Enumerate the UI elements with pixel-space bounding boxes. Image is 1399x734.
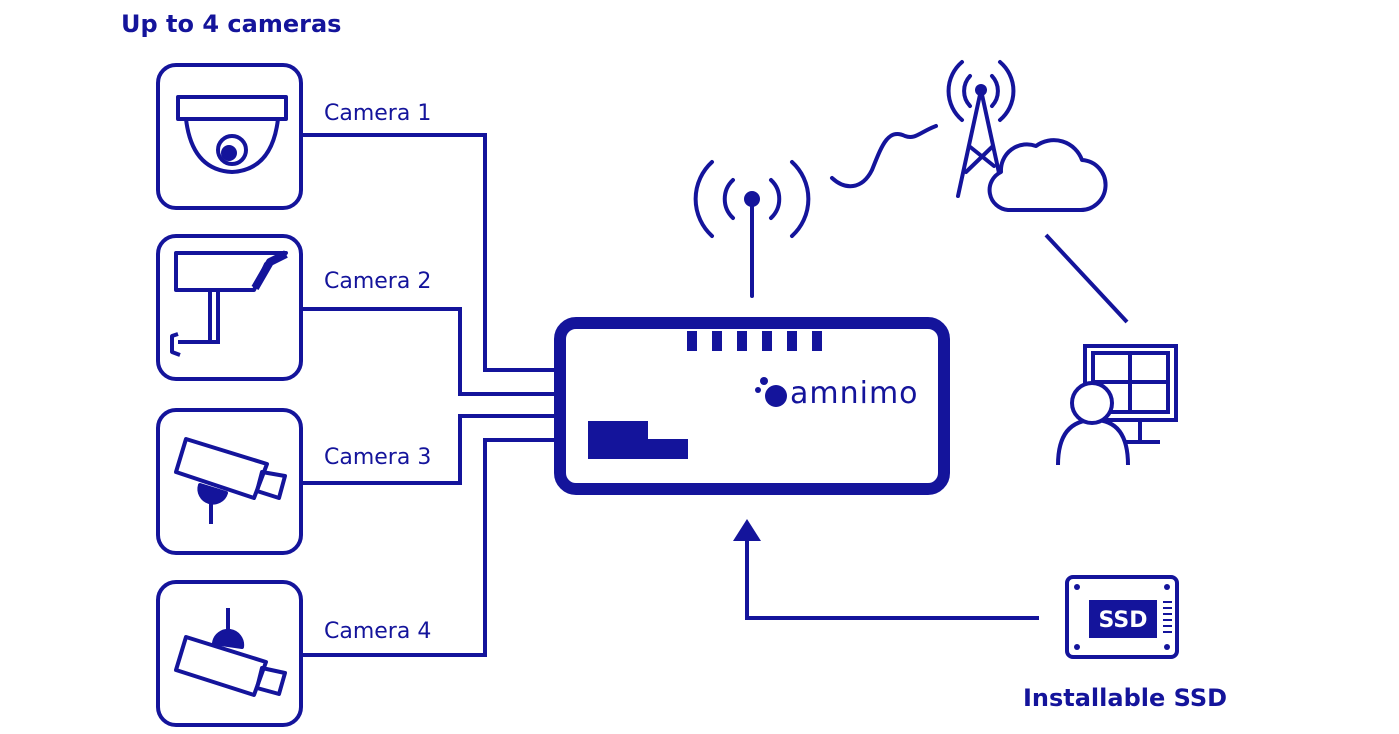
- diagram-heading: Up to 4 cameras: [121, 10, 341, 38]
- cloud-to-operator-line: [1044, 233, 1129, 324]
- camera-tile-3: [156, 408, 303, 555]
- brand-logo-text: amnimo: [790, 376, 919, 411]
- antenna-tip: [744, 191, 760, 207]
- camera-connections: [301, 133, 555, 657]
- camera-label-4: Camera 4: [324, 619, 431, 644]
- dome-camera-icon: [176, 95, 288, 174]
- gateway-device: amnimo: [554, 317, 950, 495]
- camera-tile-1: [156, 63, 303, 210]
- camera-2-connection: [301, 307, 555, 396]
- ssd-icon: SSD: [1065, 575, 1179, 659]
- device-port: [588, 421, 688, 459]
- bullet-camera-icon: [170, 250, 288, 357]
- camera-tile-4: [156, 580, 303, 727]
- camera-label-1: Camera 1: [324, 101, 431, 126]
- ssd-arrow: [733, 519, 1039, 620]
- ssd-caption: Installable SSD: [1023, 684, 1227, 712]
- ssd-chip-label: SSD: [1099, 608, 1148, 633]
- radio-link-wave: [830, 124, 938, 189]
- camera-3-connection: [301, 414, 555, 485]
- cloud-icon: [987, 138, 1108, 213]
- tower-tip: [975, 84, 987, 96]
- wireless-signal-icon: [693, 160, 811, 298]
- box-camera-icon: [174, 437, 287, 524]
- brand-logo-mark: [755, 377, 787, 407]
- cell-tower-icon: [946, 60, 1016, 198]
- camera-4-connection: [301, 438, 555, 657]
- camera-label-2: Camera 2: [324, 269, 431, 294]
- ceiling-camera-icon: [174, 608, 287, 697]
- camera-label-3: Camera 3: [324, 445, 431, 470]
- vent-slots: [687, 331, 822, 351]
- camera-1-connection: [301, 133, 555, 372]
- operator-person-icon: [1056, 381, 1130, 466]
- camera-tile-2: [156, 234, 303, 381]
